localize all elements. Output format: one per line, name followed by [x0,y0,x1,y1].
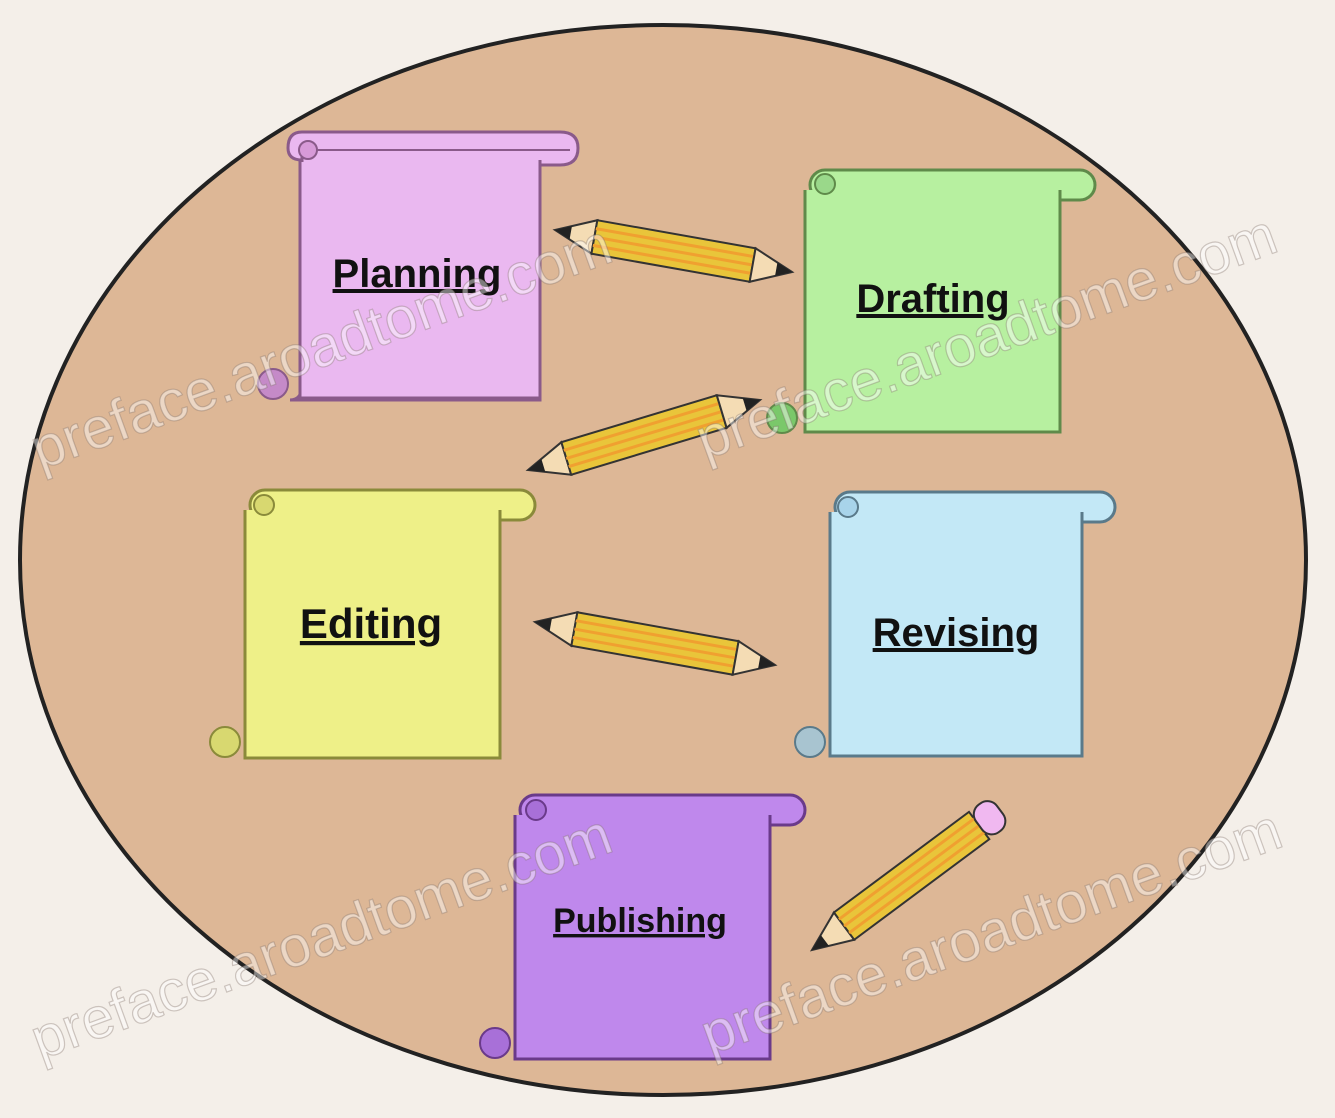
stage-label-editing: Editing [300,600,442,647]
scroll-curl-icon [257,368,289,400]
pencil-planning-drafting-icon [552,218,795,284]
scroll-curl-icon [209,726,241,758]
stage-scroll-publishing: Publishing [479,793,807,1061]
scroll-curl-icon [814,173,836,195]
pencil-revising-publishing-icon [809,800,1007,952]
stage-label-drafting: Drafting [856,277,1009,321]
scroll-curl-icon [794,726,826,758]
stage-scroll-planning: Planning [257,130,580,402]
scroll-curl-icon [837,496,859,518]
pencil-arrows [525,218,1007,952]
scroll-curl-icon [766,402,798,434]
stage-scroll-drafting: Drafting [766,168,1097,434]
stage-scroll-editing: Editing [209,488,537,760]
scroll-curl-icon [298,140,318,160]
pencil-editing-revising-icon [532,611,778,676]
scroll-curl-icon [253,494,275,516]
scroll-curl-icon [479,1027,511,1059]
stage-label-revising: Revising [873,611,1040,655]
scroll-curl-icon [525,799,547,821]
stage-label-planning: Planning [333,252,502,296]
stage-scroll-revising: Revising [794,490,1117,758]
pencil-drafting-editing-icon [525,394,763,476]
stage-label-publishing: Publishing [553,902,727,940]
